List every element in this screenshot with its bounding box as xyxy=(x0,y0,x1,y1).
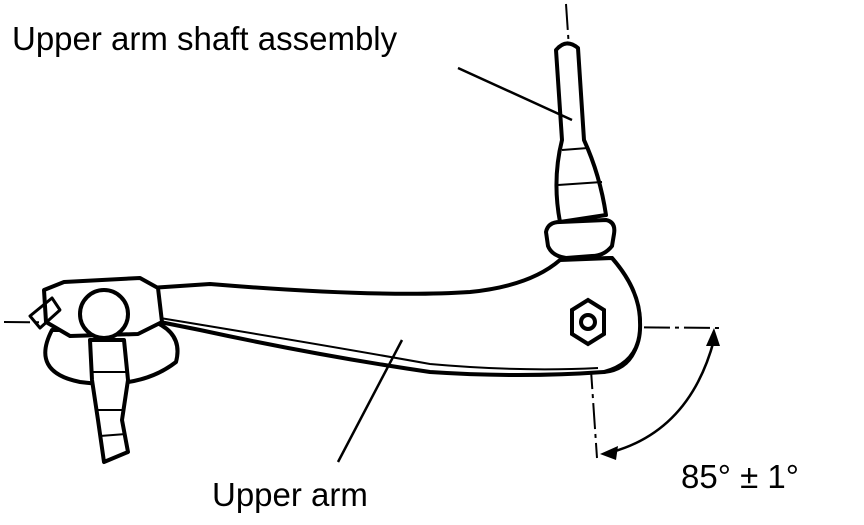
arm-inner-edge xyxy=(159,317,599,371)
upper-arm-body xyxy=(148,256,643,377)
vertical-center-line xyxy=(565,3,598,459)
shaft-rod xyxy=(554,41,608,224)
ball-joint xyxy=(28,276,180,464)
label-upper-arm: Upper arm xyxy=(212,476,368,513)
arc-arrow-bottom xyxy=(600,446,618,460)
arc-arrow-top xyxy=(706,328,720,346)
ball-joint-stud xyxy=(88,338,130,464)
angle-arc xyxy=(611,339,716,454)
label-angle: 85° ± 1° xyxy=(681,458,799,495)
center-lines xyxy=(3,3,723,459)
arm-outline xyxy=(148,256,643,377)
angle-dimension xyxy=(600,328,720,460)
ball-joint-flange xyxy=(28,296,62,330)
leader-lines xyxy=(336,66,573,463)
shaft-rod-detail xyxy=(561,147,589,151)
arm-leader-line xyxy=(336,339,404,463)
label-shaft-assembly: Upper arm shaft assembly xyxy=(12,20,398,57)
stud-ring-3 xyxy=(99,433,127,437)
nut-hole xyxy=(579,313,597,331)
shaft-collar xyxy=(544,218,617,260)
shaft-taper-detail xyxy=(557,181,603,186)
pivot-nut xyxy=(570,297,606,347)
ball-joint-ball xyxy=(78,288,130,340)
shaft-leader-line xyxy=(457,66,573,122)
